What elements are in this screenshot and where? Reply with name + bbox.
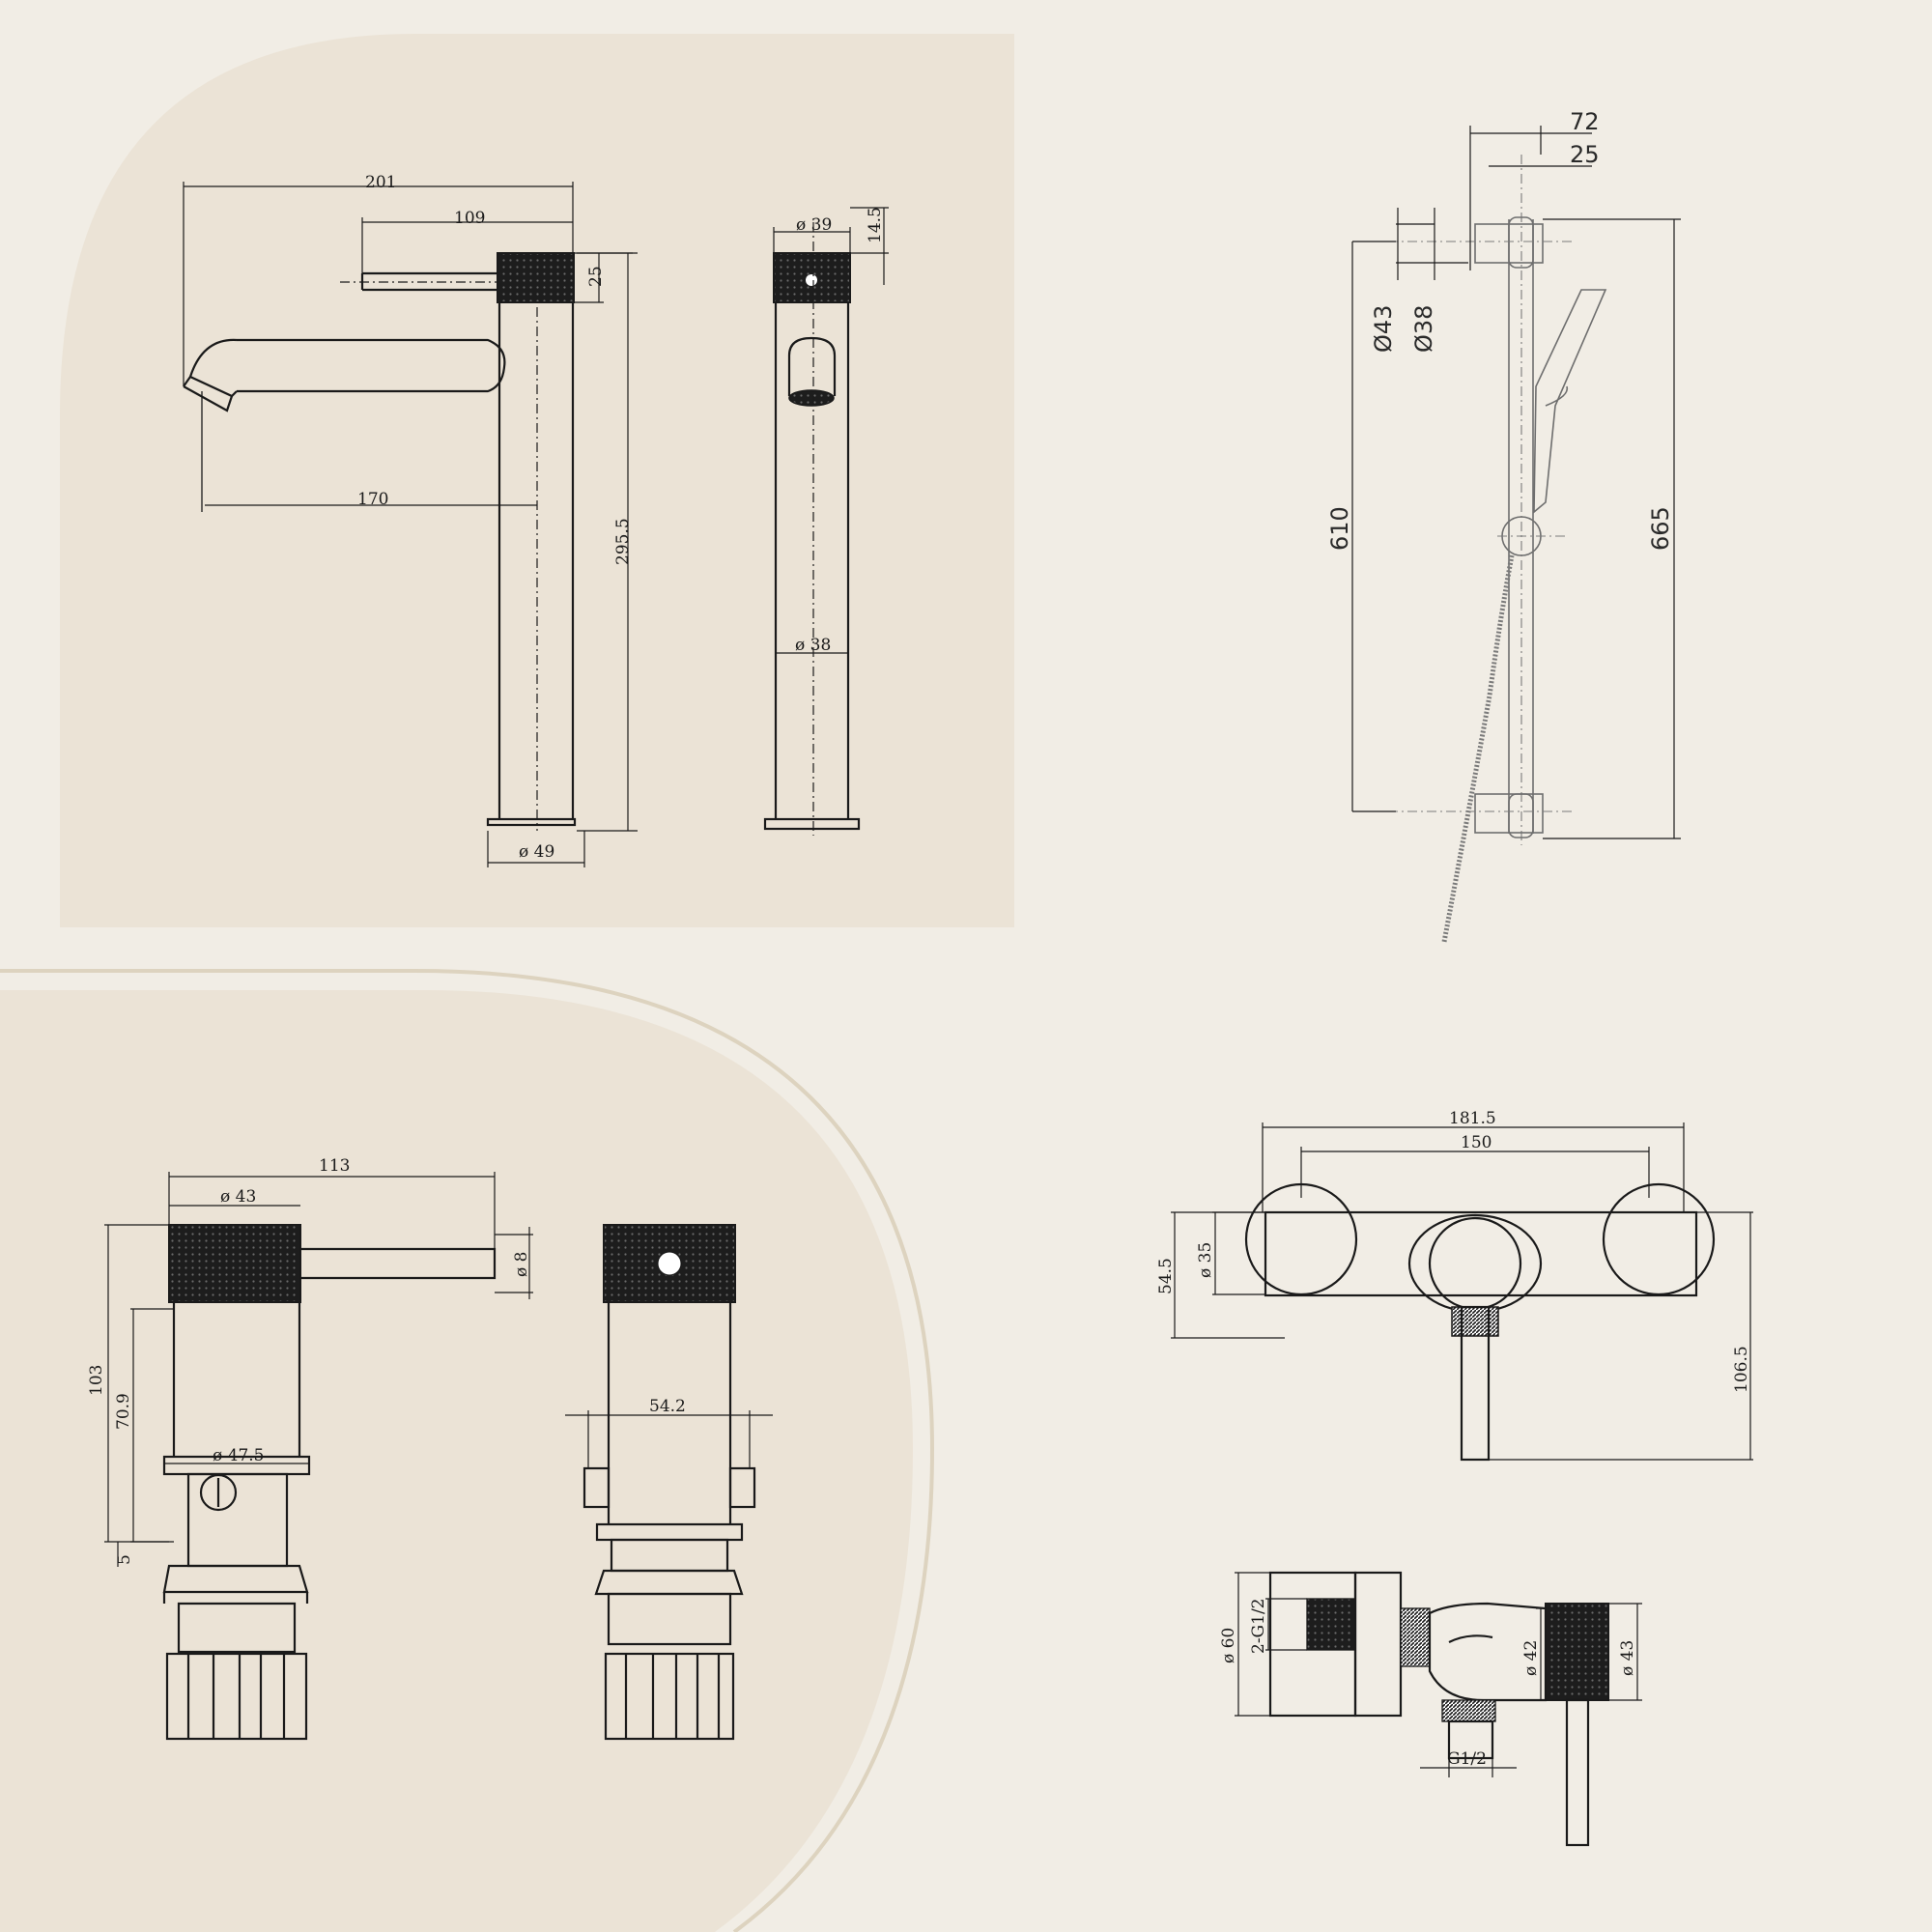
dim-72: 72	[1570, 108, 1600, 135]
dim-201: 201	[365, 173, 396, 192]
dim-54-5: 54.5	[1156, 1258, 1176, 1294]
exposed-mixer-dimensions: 181.5 150 54.5 ø 35 106.5 ø 60 2-G1/2 ø …	[1156, 1109, 1753, 1777]
knurled-handle-side	[168, 1224, 301, 1303]
dim-170: 170	[357, 490, 388, 509]
dim-181-5: 181.5	[1449, 1109, 1496, 1128]
dim-106-5: 106.5	[1732, 1346, 1751, 1393]
dim-body-diameter: ø 35	[1196, 1242, 1215, 1278]
dim-14-5: 14.5	[866, 207, 885, 243]
exposed-mixer-side-view	[1268, 1571, 1609, 1847]
dim-113: 113	[319, 1156, 350, 1176]
wall-mixer-dimensions: 113 ø 43 ø 8 103 70.9 ø 47.5 5	[87, 1156, 533, 1567]
dim-flange-diameter: ø 60	[1219, 1628, 1238, 1663]
dim-inlet-thread: 2-G1/2	[1249, 1599, 1268, 1655]
dim-150: 150	[1461, 1133, 1492, 1152]
dim-flange-diameter: ø 47.5	[213, 1446, 265, 1465]
knurled-handle	[497, 252, 575, 303]
dim-bracket-diameter: Ø43	[1370, 305, 1397, 353]
dim-lever-diameter: ø 8	[512, 1252, 531, 1277]
dim-295-5: 295.5	[613, 518, 633, 565]
knurled-handle-side	[1545, 1603, 1609, 1701]
dim-handle-diameter: ø 43	[220, 1187, 256, 1207]
dim-handle-diameter: ø 43	[1618, 1640, 1637, 1676]
dim-outlet-thread: G1/2	[1447, 1749, 1487, 1769]
dim-handle-diameter: ø 39	[796, 215, 832, 235]
basin-mixer-side-view	[183, 252, 577, 831]
dim-base-diameter: ø 49	[519, 842, 554, 862]
basin-mixer-front-view	[763, 222, 861, 836]
dim-25: 25	[586, 266, 606, 287]
bottom-left-panel-border	[0, 969, 935, 1932]
exposed-mixer-front-view	[1244, 1182, 1716, 1462]
dim-610: 610	[1326, 506, 1353, 551]
dim-54-2: 54.2	[649, 1397, 686, 1416]
shower-hose	[1441, 554, 1515, 943]
dim-rail-diameter: Ø38	[1410, 305, 1437, 353]
dim-665: 665	[1647, 506, 1674, 551]
shower-rail-drawing: 72 25 Ø43 Ø38 610 665	[1326, 108, 1681, 943]
basin-mixer-dimensions: 201 109 170 25 295.5 ø 49 ø 39 14.5 ø 38	[183, 173, 889, 867]
bottom-left-panel	[0, 990, 913, 1932]
dim-109: 109	[454, 209, 485, 228]
dim-25: 25	[1570, 141, 1600, 168]
aerator	[788, 389, 835, 407]
dim-body-diameter: ø 38	[795, 636, 831, 655]
wall-mixer-front-view: 54.2	[565, 1224, 773, 1741]
dim-70-9: 70.9	[114, 1393, 133, 1430]
dim-5: 5	[115, 1554, 134, 1565]
dim-103: 103	[87, 1365, 106, 1396]
dim-body-depth: ø 42	[1521, 1640, 1541, 1676]
wall-mixer-side-view	[162, 1224, 497, 1741]
